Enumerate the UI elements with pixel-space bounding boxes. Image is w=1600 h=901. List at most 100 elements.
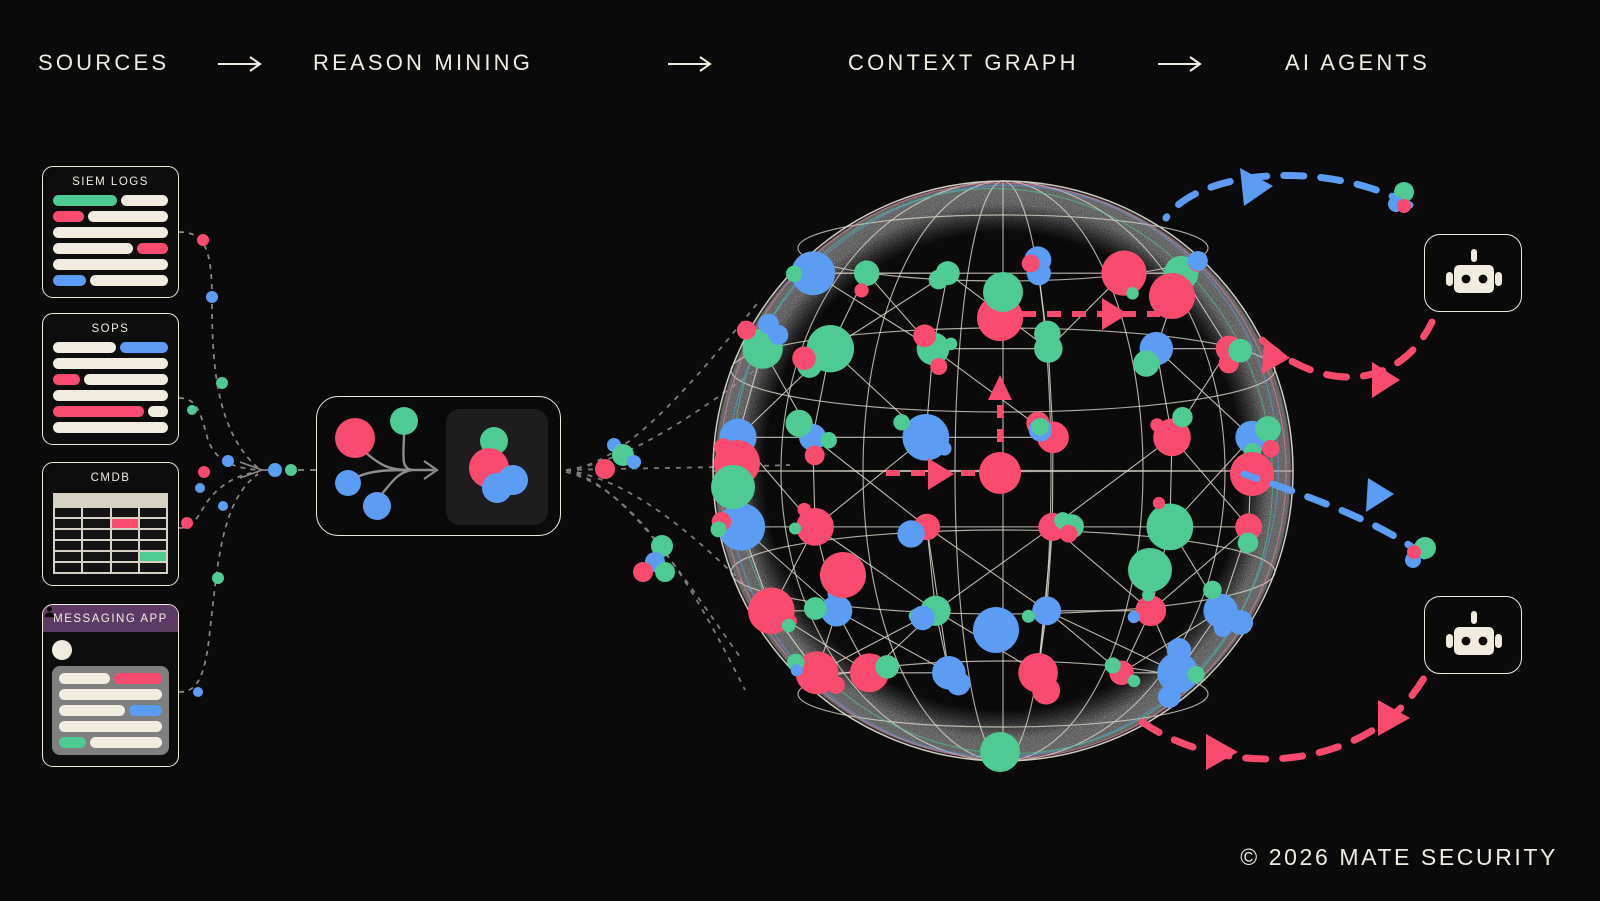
graph-node xyxy=(910,605,935,631)
ai-agent-card-top[interactable] xyxy=(1424,234,1522,312)
reason-flow-arrow-icon xyxy=(423,460,439,480)
graph-node xyxy=(797,502,811,517)
graph-node xyxy=(792,346,816,371)
sphere-accent-line-pink xyxy=(719,182,1287,760)
graph-hub-node xyxy=(711,465,755,509)
table-row xyxy=(54,551,167,562)
graph-node xyxy=(1146,503,1194,551)
sop-rows xyxy=(43,342,178,444)
graph-node xyxy=(480,427,508,455)
data-row xyxy=(53,358,168,369)
reason-mining-panel[interactable] xyxy=(316,396,561,536)
source-card-siem-logs[interactable]: SIEM LOGS xyxy=(42,166,179,298)
graph-node xyxy=(187,405,197,415)
graph-node xyxy=(222,455,234,467)
graph-node xyxy=(944,337,958,351)
data-row xyxy=(53,422,168,433)
graph-node xyxy=(651,535,673,557)
table-cell xyxy=(54,562,83,573)
graph-node xyxy=(1187,665,1205,684)
graph-node xyxy=(1133,350,1160,377)
graph-node xyxy=(1213,618,1232,637)
right-arrow-icon-2 xyxy=(668,56,712,72)
data-bar xyxy=(53,390,168,401)
messaging-app-header: MESSAGING APP xyxy=(43,605,178,632)
graph-hub-node xyxy=(1128,548,1172,592)
inbound-arrow-bottom-icon xyxy=(1366,478,1394,512)
graph-node xyxy=(1172,406,1193,428)
stage-label-context-graph: CONTEXT GRAPH xyxy=(848,50,1079,75)
table-cell xyxy=(54,529,83,540)
graph-node xyxy=(363,492,391,520)
graph-node xyxy=(875,655,899,679)
data-row xyxy=(59,721,162,732)
outbound-arrow-top-a-icon xyxy=(1262,338,1290,374)
table-row xyxy=(54,562,167,573)
graph-node xyxy=(1150,418,1164,432)
graph-node xyxy=(796,508,834,546)
outbound-flow-top xyxy=(1258,318,1436,381)
log-rows xyxy=(43,195,178,297)
data-row xyxy=(53,227,168,238)
graph-node xyxy=(853,260,880,286)
graph-node xyxy=(216,377,228,389)
graph-node xyxy=(791,251,836,296)
graph-node xyxy=(820,595,853,627)
data-bar xyxy=(59,737,86,748)
table-row xyxy=(54,529,167,540)
graph-edge xyxy=(814,436,927,528)
graph-node xyxy=(1135,595,1167,627)
graph-node xyxy=(1157,652,1199,694)
graph-node xyxy=(1021,254,1040,273)
source-card-cmdb[interactable]: CMDB xyxy=(42,462,179,586)
graph-node xyxy=(913,324,937,348)
table-cell xyxy=(82,529,111,540)
graph-node xyxy=(197,234,209,246)
graph-node xyxy=(1187,250,1208,271)
graph-edge xyxy=(1155,348,1253,438)
data-bar xyxy=(90,275,168,286)
robot-icon xyxy=(1446,249,1502,293)
table-cell xyxy=(138,529,167,540)
stage-label-reason-mining: REASON MINING xyxy=(313,50,534,75)
graph-node xyxy=(181,517,193,529)
table-cell xyxy=(110,540,139,551)
source-card-sops[interactable]: SOPS xyxy=(42,313,179,445)
table-cell xyxy=(82,518,111,529)
graph-node xyxy=(758,313,779,335)
graph-edge xyxy=(935,526,1053,612)
graph-node xyxy=(655,562,675,582)
graph-node xyxy=(212,572,224,584)
hub-traversal-arrows xyxy=(886,298,1160,490)
source-card-messaging-app[interactable]: MESSAGING APP xyxy=(42,604,179,767)
graph-node xyxy=(710,521,727,538)
data-bar xyxy=(88,211,168,222)
graph-node xyxy=(1235,513,1263,541)
table-cell xyxy=(138,562,167,573)
source-card-title: CMDB xyxy=(90,472,131,484)
graph-node xyxy=(1032,676,1061,705)
data-bar xyxy=(53,358,168,369)
ai-agent-card-bottom[interactable] xyxy=(1424,596,1522,674)
data-row xyxy=(59,737,162,748)
data-row xyxy=(59,689,162,700)
outbound-flow-bottom xyxy=(1138,674,1428,763)
table-cell xyxy=(110,562,139,573)
graph-edge xyxy=(1052,436,1173,528)
table-cell xyxy=(54,507,83,518)
graph-node xyxy=(206,291,218,303)
data-row xyxy=(53,259,168,270)
graph-node xyxy=(1203,580,1222,600)
table-row xyxy=(54,507,167,518)
graph-node xyxy=(268,463,282,477)
graph-node xyxy=(1407,545,1421,559)
graph-node xyxy=(717,503,766,551)
graph-edge xyxy=(926,526,1048,612)
graph-node xyxy=(803,597,827,620)
graph-node xyxy=(820,432,837,449)
graph-node xyxy=(1228,610,1254,635)
data-bar xyxy=(83,374,168,385)
data-bar xyxy=(114,673,162,684)
graph-node xyxy=(1152,496,1166,510)
